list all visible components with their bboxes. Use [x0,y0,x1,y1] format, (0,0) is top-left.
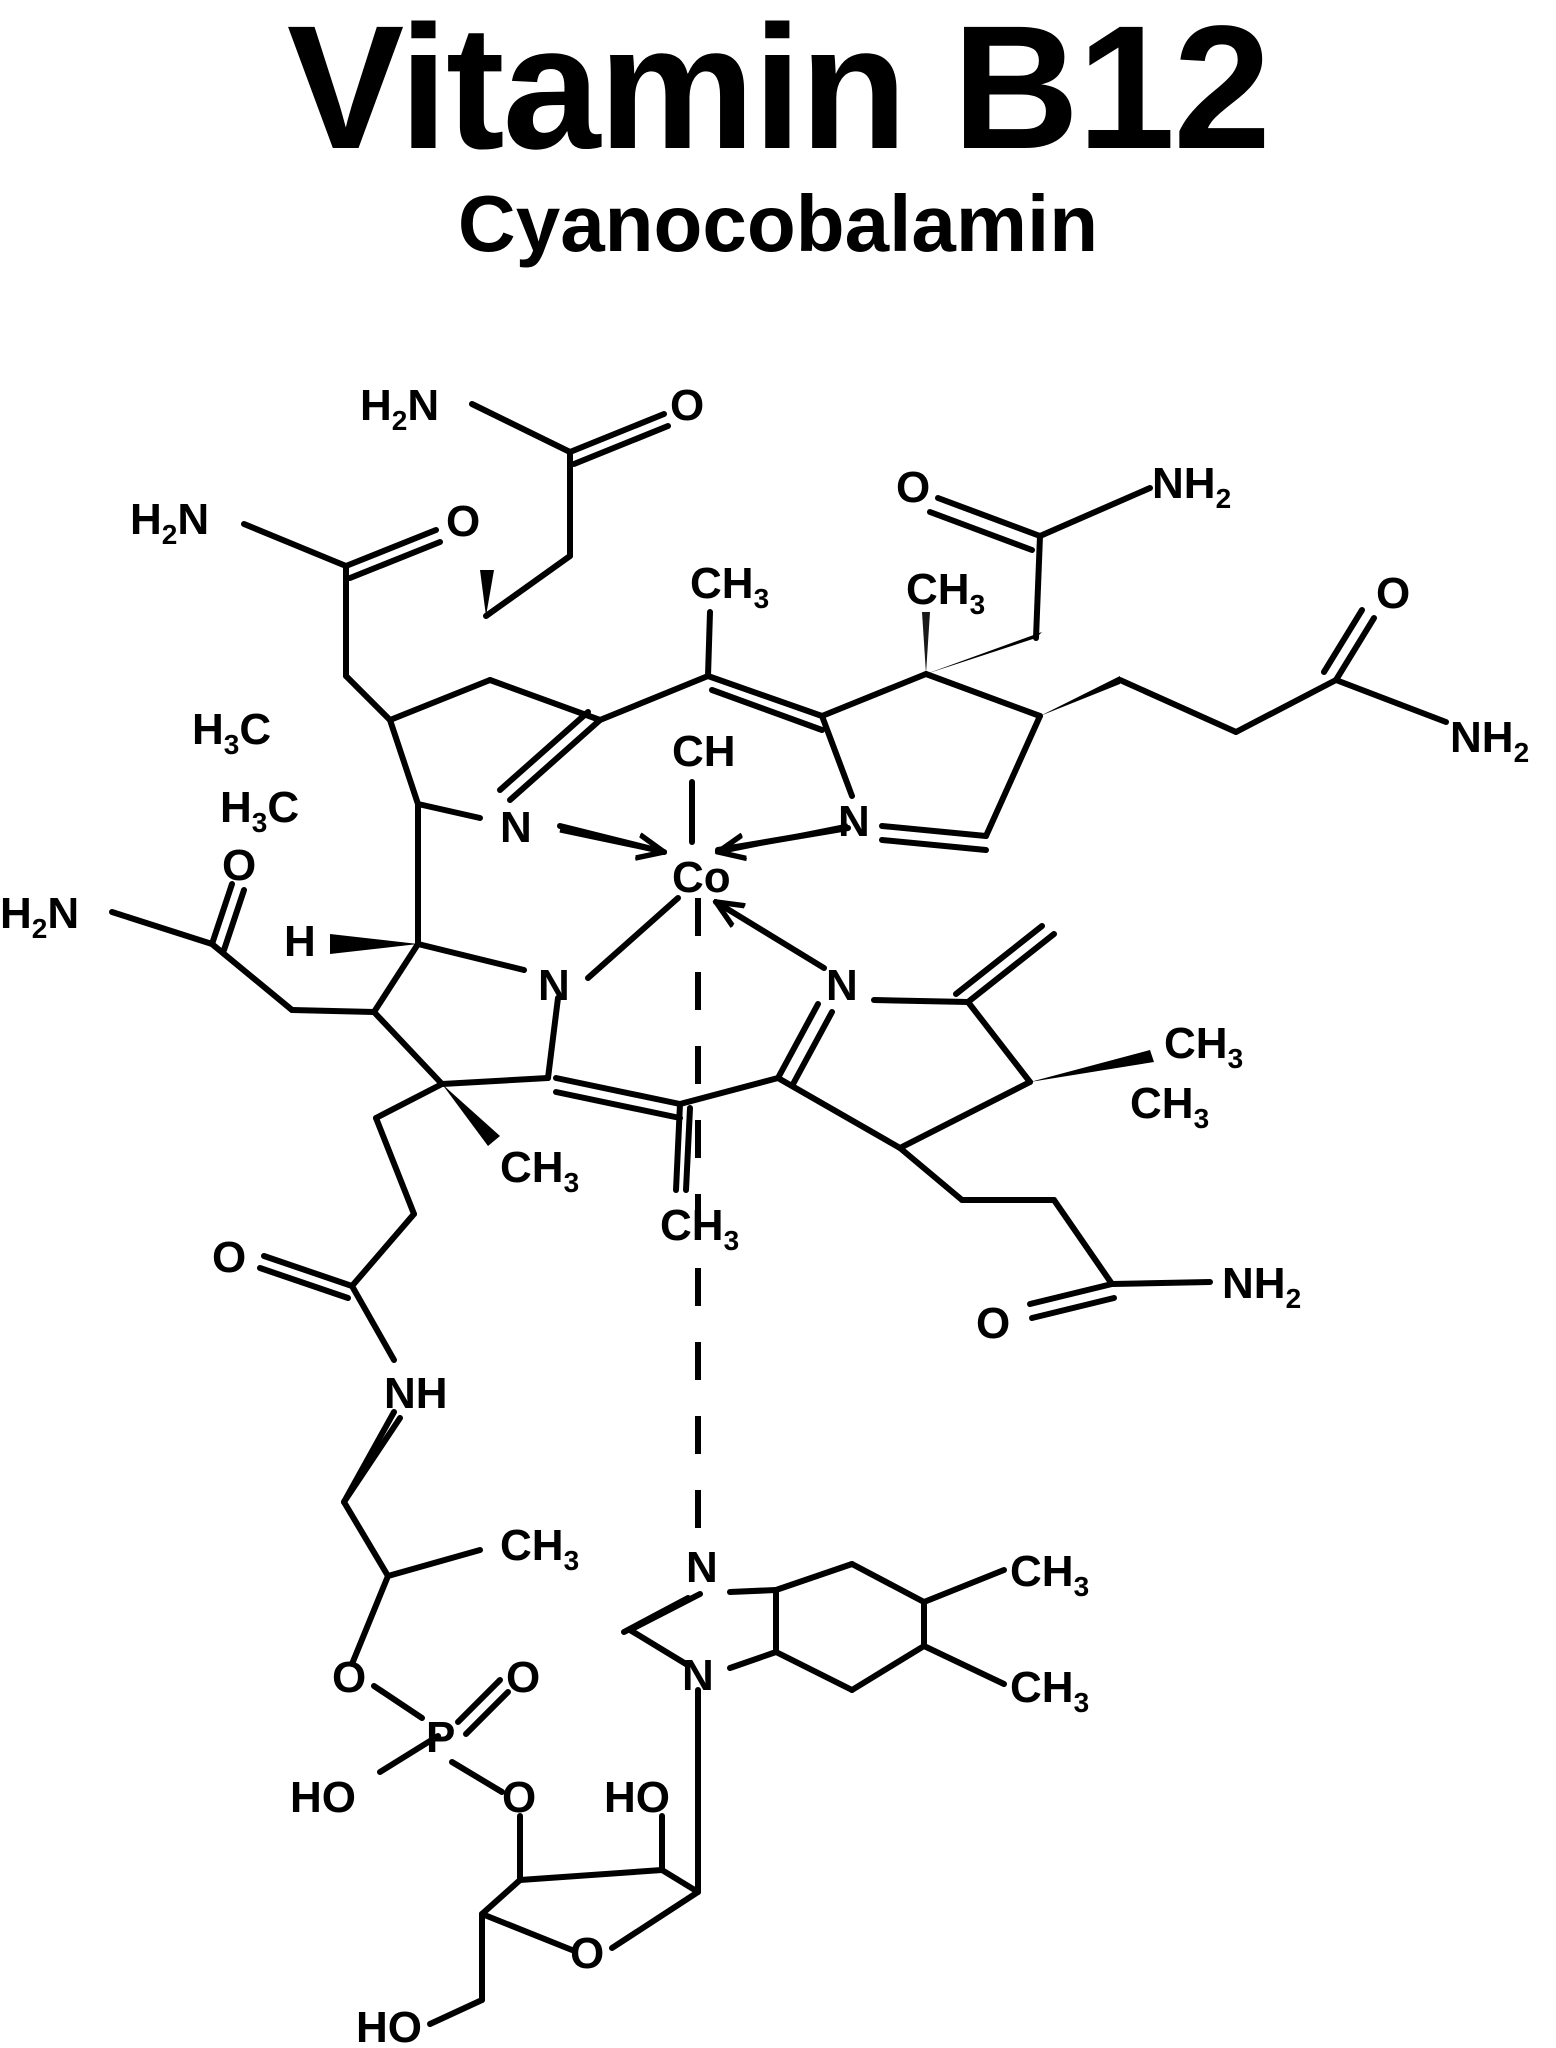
h2n-top-label: H2N [360,381,439,436]
o-mid-label: O [222,841,256,890]
ho-bottom-label: HO [356,2003,422,2048]
n-bottom-right-label: N [826,961,858,1010]
bonds [109,401,1449,2027]
ch3-right2-label: CH3 [1130,1079,1209,1134]
co-label: Co [672,853,731,902]
coordination-arrows [559,823,849,971]
nh-label: NH [384,1369,448,1418]
o-bottom-right-label: O [976,1299,1010,1348]
ch3-chain-label: CH3 [500,1521,579,1576]
p-label: P [426,1713,455,1762]
o-far-right-label: O [1376,569,1410,618]
n-top-left-label: N [500,803,532,852]
ch3-bottom-mid-label: CH3 [660,1201,739,1256]
ch3-top-right-label: CH3 [906,565,985,620]
ho-phosphate-label: HO [290,1773,356,1822]
ch3-right1-label: CH3 [1164,1019,1243,1074]
ch3-benzimidazole-1-label: CH3 [1010,1547,1089,1602]
o-phosphate-2-label: O [506,1653,540,1702]
h2n-mid-label: H2N [0,889,79,944]
cn-label: CH [672,727,736,776]
o-bottom-left-label: O [212,1233,246,1282]
page-subtitle: Cyanocobalamin [457,179,1099,268]
h2n-left-label: H2N [130,495,209,550]
page-title: Vitamin B12 [286,0,1271,186]
nh2-right1-label: NH2 [1152,459,1231,514]
ch3-top-mid-label: CH3 [690,559,769,614]
ho-sugar-label: HO [604,1773,670,1822]
n-benzimidazole-bottom-label: N [682,1651,714,1700]
o-left-label: O [446,497,480,546]
atom-labels: H2N O H2N O O NH2 CH3 CH3 O NH2 H3C H3C … [0,381,1529,2048]
o-ring-label: O [570,1929,604,1978]
nh2-far-right-label: NH2 [1450,713,1529,768]
stereo-bonds [330,570,1154,1146]
n-top-right-label: N [838,797,870,846]
o-top-label: O [670,381,704,430]
ch3-benzimidazole-2-label: CH3 [1010,1663,1089,1718]
nh2-bottom-right-label: NH2 [1222,1259,1301,1314]
o-phosphate-1-label: O [332,1653,366,1702]
n-bottom-left-label: N [538,961,570,1010]
ch3-bottom-left-label: CH3 [500,1143,579,1198]
h3c-1-label: H3C [192,705,271,760]
h-label: H [284,917,316,966]
o-phosphate-3-label: O [502,1773,536,1822]
o-right1-label: O [896,463,930,512]
h3c-2-label: H3C [220,783,299,838]
n-benzimidazole-top-label: N [686,1543,718,1592]
